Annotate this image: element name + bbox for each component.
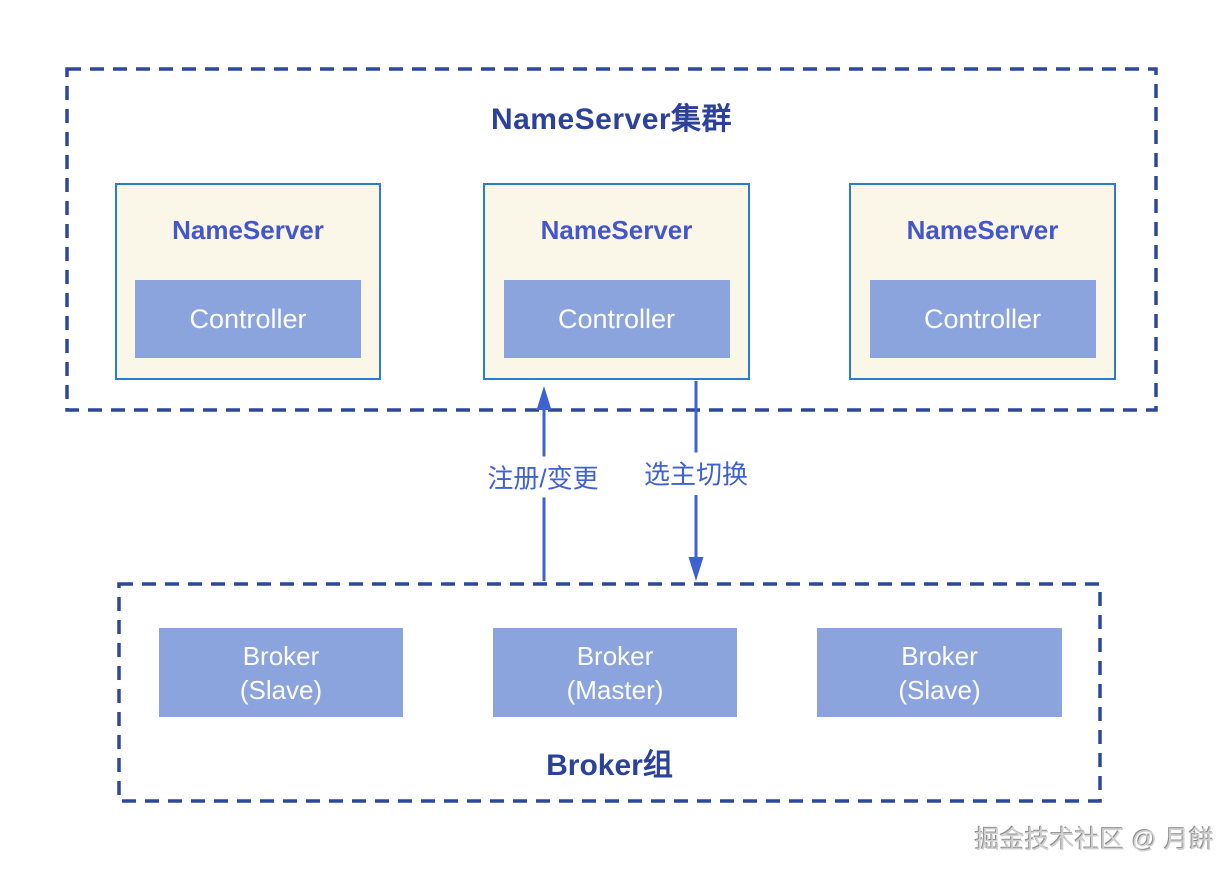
broker-group-title: Broker组	[546, 749, 673, 782]
nameserver-node-label: NameServer	[906, 215, 1059, 245]
arrow-up-head-icon	[536, 386, 552, 410]
broker-role: (Master)	[566, 674, 664, 705]
register-update-arrow-label: 注册/变更	[482, 456, 604, 498]
broker-role: (Slave)	[898, 674, 981, 705]
broker-group-dashed-border	[117, 582, 1102, 803]
nameserver-cluster-title: NameServer集群	[490, 103, 733, 136]
nameserver-node-label: NameServer	[540, 215, 693, 245]
leader-switch-arrow-label: 选主切换	[638, 452, 754, 494]
broker-name: Broker	[901, 640, 978, 671]
nameserver-node-1: NameServer Controller	[115, 183, 381, 380]
nameserver-node-3: NameServer Controller	[849, 183, 1116, 380]
leader-switch-arrow	[688, 381, 704, 581]
controller-box: Controller	[135, 280, 361, 358]
watermark: 掘金技术社区 @ 月餅	[974, 826, 1214, 854]
arrow-down-head-icon	[688, 557, 704, 581]
nameserver-node-label: NameServer	[172, 215, 324, 245]
broker-slave-1: Broker (Slave)	[159, 628, 403, 717]
controller-box: Controller	[869, 280, 1096, 358]
controller-box: Controller	[503, 280, 730, 358]
broker-slave-2: Broker (Slave)	[817, 628, 1062, 717]
nameserver-node-2: NameServer Controller	[483, 183, 750, 380]
broker-name: Broker	[242, 640, 320, 671]
broker-master: Broker (Master)	[493, 628, 737, 717]
broker-name: Broker	[576, 640, 654, 671]
broker-role: (Slave)	[239, 674, 323, 705]
register-update-arrow	[536, 386, 552, 581]
